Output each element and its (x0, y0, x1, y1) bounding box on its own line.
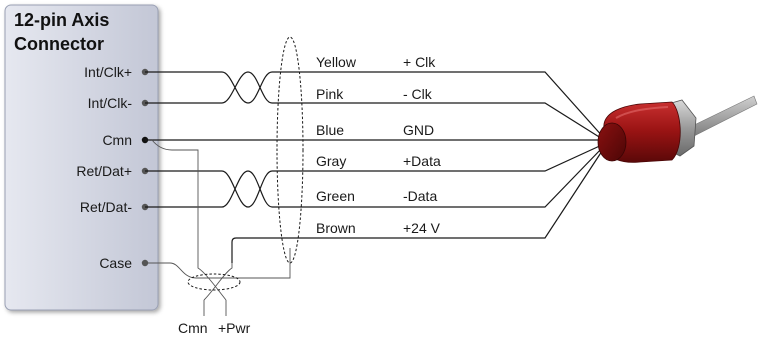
wire-int-clk-minus-twist (145, 71, 288, 104)
wire-brown (231, 147, 605, 263)
small-shield-ellipse (187, 273, 241, 291)
wire-color-label-green: Green (316, 188, 355, 204)
encoder-rear-face (597, 122, 627, 162)
wire-color-label-blue: Blue (316, 122, 344, 138)
wire-signal-label-gnd: GND (403, 122, 434, 138)
wire-gray (288, 143, 605, 172)
pin-label-ret-dat-plus: Ret/Dat+ (76, 163, 132, 179)
bottom-wiring (145, 139, 291, 316)
wire-int-clk-plus-twist (145, 71, 288, 104)
pin-label-case: Case (99, 255, 132, 271)
pin-label-ret-dat-minus: Ret/Dat- (80, 199, 132, 215)
bottom-label-pwr: +Pwr (218, 320, 251, 336)
twisted-pair-clock (145, 71, 288, 104)
wire-green (288, 145, 605, 208)
cable-wires (145, 71, 605, 263)
wire-color-labels: Yellow Pink Blue Gray Green Brown (316, 54, 357, 236)
encoder-icon (597, 95, 758, 163)
bottom-label-cmn: Cmn (178, 320, 208, 336)
pin-label-int-clk-minus: Int/Clk- (88, 95, 133, 111)
wire-color-label-gray: Gray (316, 153, 346, 169)
wire-signal-label-clk-minus: - Clk (403, 86, 433, 102)
wire-signal-label-data-minus: -Data (403, 188, 437, 204)
wire-pink (288, 102, 605, 141)
cable-shield-ellipse (276, 36, 304, 264)
wire-pwr-down (203, 263, 233, 301)
wire-ret-dat-plus-twist (145, 170, 288, 208)
pin-label-cmn: Cmn (102, 132, 132, 148)
connector-block: 12-pin Axis Connector Int/Clk+ Int/Clk- … (4, 4, 159, 311)
twisted-pair-data (145, 170, 288, 208)
pin-label-int-clk-plus: Int/Clk+ (84, 64, 132, 80)
encoder-highlight (615, 106, 669, 119)
connector-title-line2: Connector (14, 34, 104, 54)
wire-color-label-pink: Pink (316, 86, 344, 102)
wire-signal-labels: + Clk - Clk GND +Data -Data +24 V (403, 54, 441, 236)
wire-color-label-brown: Brown (316, 220, 356, 236)
connector-title-line1: 12-pin Axis (14, 10, 109, 30)
encoder-shaft (687, 95, 758, 139)
wire-signal-label-clk-plus: + Clk (403, 54, 436, 70)
wire-ret-dat-minus-twist (145, 170, 288, 208)
wire-yellow (288, 71, 605, 139)
wire-signal-label-data-plus: +Data (403, 153, 441, 169)
wire-cmn-down (151, 139, 227, 301)
wire-color-label-yellow: Yellow (316, 54, 357, 70)
wire-signal-label-24v: +24 V (403, 220, 441, 236)
connector-body (4, 4, 159, 311)
wire-case-to-shield (145, 248, 291, 279)
